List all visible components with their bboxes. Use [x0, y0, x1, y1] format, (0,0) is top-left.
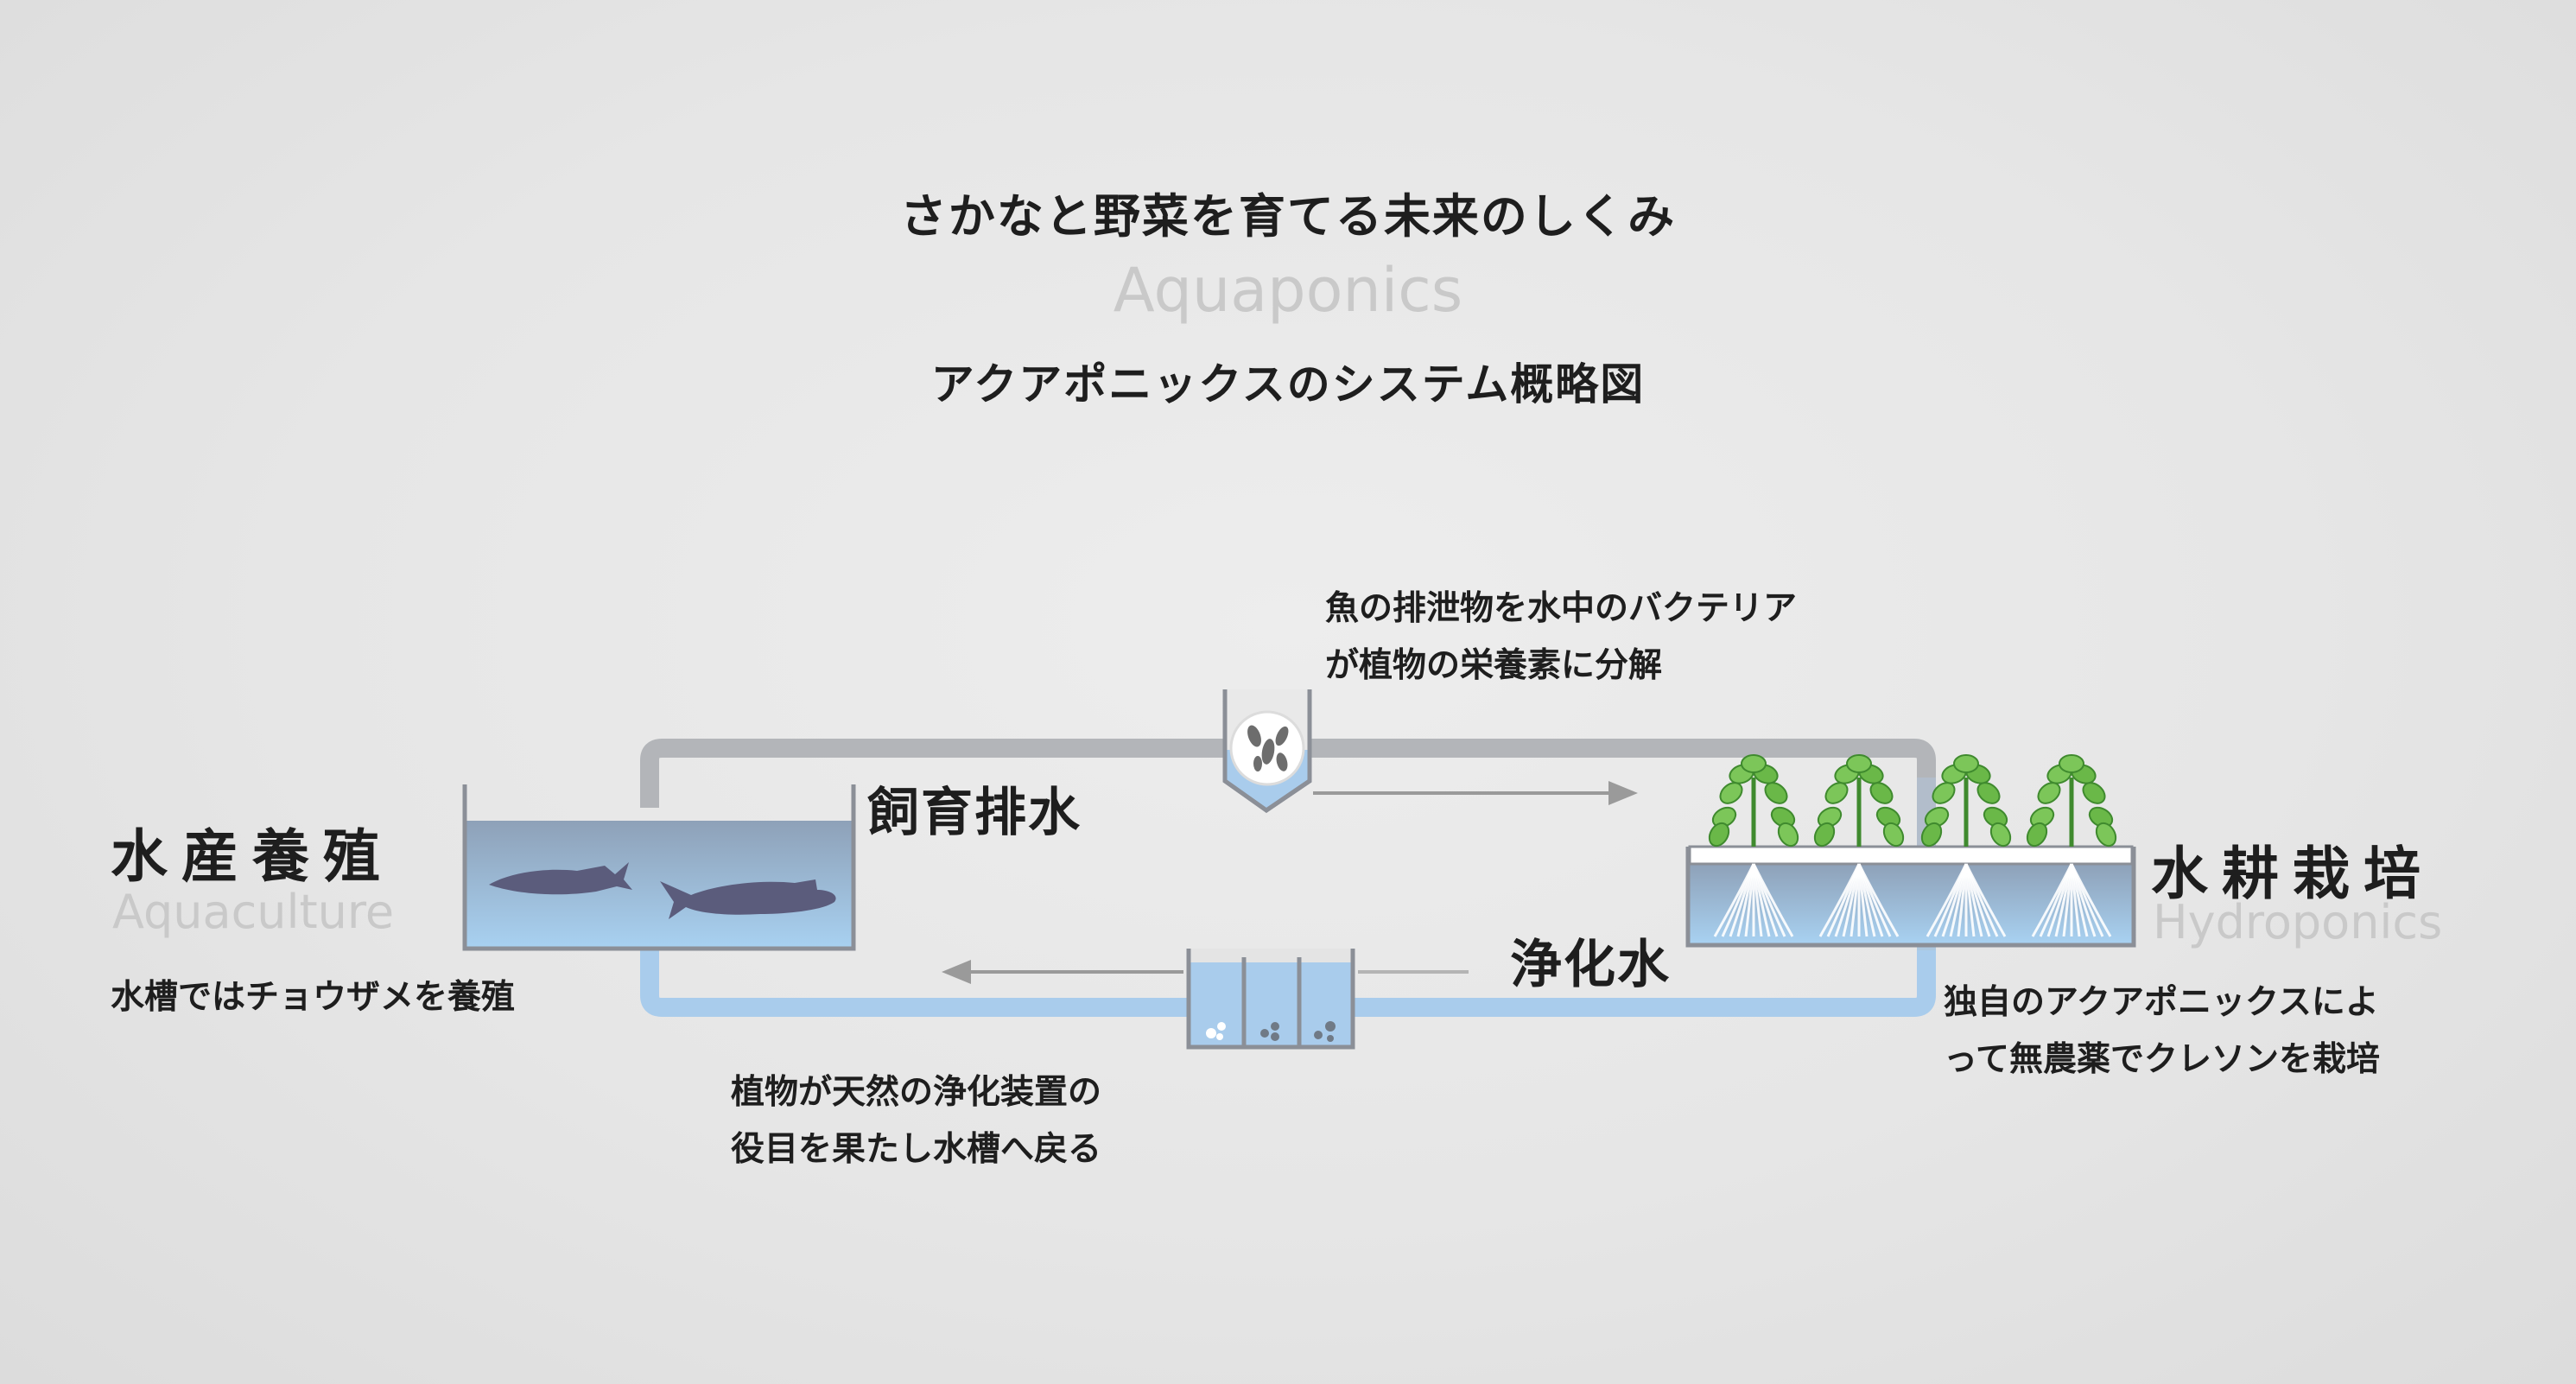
drain-label: 飼育排水 [867, 783, 1082, 843]
clean-water-label: 浄化水 [1510, 935, 1671, 995]
bacteria-filter [1222, 689, 1312, 814]
particles-icon [1206, 1021, 1336, 1042]
arrow-right-icon [1608, 781, 1638, 805]
hydroponics-description: 独自のアクアポニックスによ って無農薬でクレソンを栽培 [1944, 975, 2380, 1089]
return-note-line: 植物が天然の浄化装置の [731, 1073, 1102, 1112]
watercress-plant-icon [1708, 754, 1799, 937]
watercress-plant-icon [1920, 754, 2012, 937]
hydroponics-description-line: って無農薬でクレソンを栽培 [1944, 1040, 2381, 1079]
bacteria-icon [1247, 725, 1289, 771]
page-subtitle-en: Aquaponics [1113, 255, 1463, 326]
bacteria-note-line: が植物の栄養素に分解 [1325, 646, 1663, 685]
hydroponics-title: 水耕栽培 [2151, 841, 2434, 907]
aquaculture-description: 水槽ではチョウザメを養殖 [111, 978, 516, 1017]
watercress-plant-icon [1813, 754, 1905, 937]
sturgeon-fish-icon [489, 862, 632, 895]
settling-tank [1186, 949, 1355, 1050]
watercress-plant-icon [2026, 754, 2117, 937]
sturgeon-fish-icon [660, 879, 836, 919]
diagram-caption: アクアポニックスのシステム概略図 [930, 359, 1646, 409]
aquaculture-title: 水産養殖 [111, 823, 394, 890]
bacteria-note: 魚の排泄物を水中のバクテリア が植物の栄養素に分解 [1325, 581, 1797, 695]
hydroponic-bed [1685, 754, 2136, 948]
hydroponics-description-line: 独自のアクアポニックスによ [1944, 983, 2379, 1022]
page-title: さかなと野菜を育てる未来のしくみ [899, 189, 1677, 244]
aquaculture-title-en: Aquaculture [112, 885, 395, 939]
hydroponics-title-en: Hydroponics [2153, 895, 2443, 949]
arrow-left-icon [942, 960, 971, 984]
fish-tank [462, 784, 856, 951]
bacteria-note-line: 魚の排泄物を水中のバクテリア [1325, 589, 1798, 628]
return-note-line: 役目を果たし水槽へ戻る [731, 1130, 1102, 1169]
return-note: 植物が天然の浄化装置の 役目を果たし水槽へ戻る [731, 1064, 1101, 1178]
flow-arrows [942, 781, 1638, 984]
